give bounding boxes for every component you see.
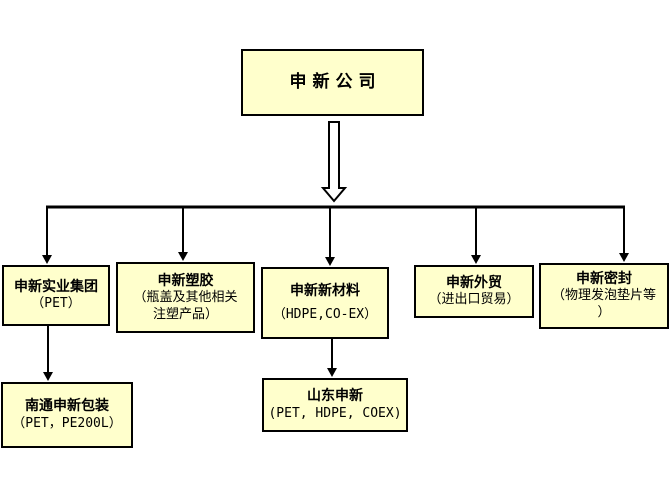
box-subtitle: （PET） [31, 296, 81, 312]
box-subtitle: （进出口贸易） [428, 292, 520, 308]
box-subtitle: （瓶盖及其他相关 [133, 289, 238, 305]
box-title: 申新新材料 [290, 282, 360, 299]
box-subtitle: （HDPE,CO-EX） [272, 307, 378, 323]
box-subtitle: ） [597, 305, 611, 321]
box-shenxin-new-materials: 申新新材料 （HDPE,CO-EX） [261, 267, 389, 339]
box-shenxin-industrial-group: 申新实业集团 （PET） [2, 265, 110, 326]
box-shenxin-plastics: 申新塑胶 （瓶盖及其他相关 注塑产品） [116, 262, 255, 333]
box-subtitle: (PET, HDPE, COEX) [268, 405, 402, 421]
box-subtitle: （PET，PE200L） [12, 415, 122, 431]
box-nantong-shenxin-packaging: 南通申新包装 （PET，PE200L） [1, 382, 133, 448]
company-title: 申新公司 [289, 72, 382, 93]
box-shenxin-company: 申新公司 [241, 49, 424, 116]
box-title: 申新塑胶 [157, 272, 214, 289]
box-title: 申新密封 [576, 271, 632, 288]
box-title: 申新外贸 [446, 274, 502, 291]
box-shenxin-sealing: 申新密封 （物理发泡垫片等 ） [539, 263, 669, 329]
box-subtitle: 注塑产品） [152, 306, 218, 322]
box-shandong-shenxin: 山东申新 (PET, HDPE, COEX) [262, 378, 408, 432]
box-title: 山东申新 [307, 388, 363, 405]
box-title: 南通申新包装 [25, 398, 109, 415]
box-subtitle: （物理发泡垫片等 [551, 288, 656, 304]
box-title: 申新实业集团 [14, 278, 98, 295]
box-shenxin-foreign-trade: 申新外贸 （进出口贸易） [414, 265, 534, 318]
down-block-arrow [320, 121, 348, 203]
